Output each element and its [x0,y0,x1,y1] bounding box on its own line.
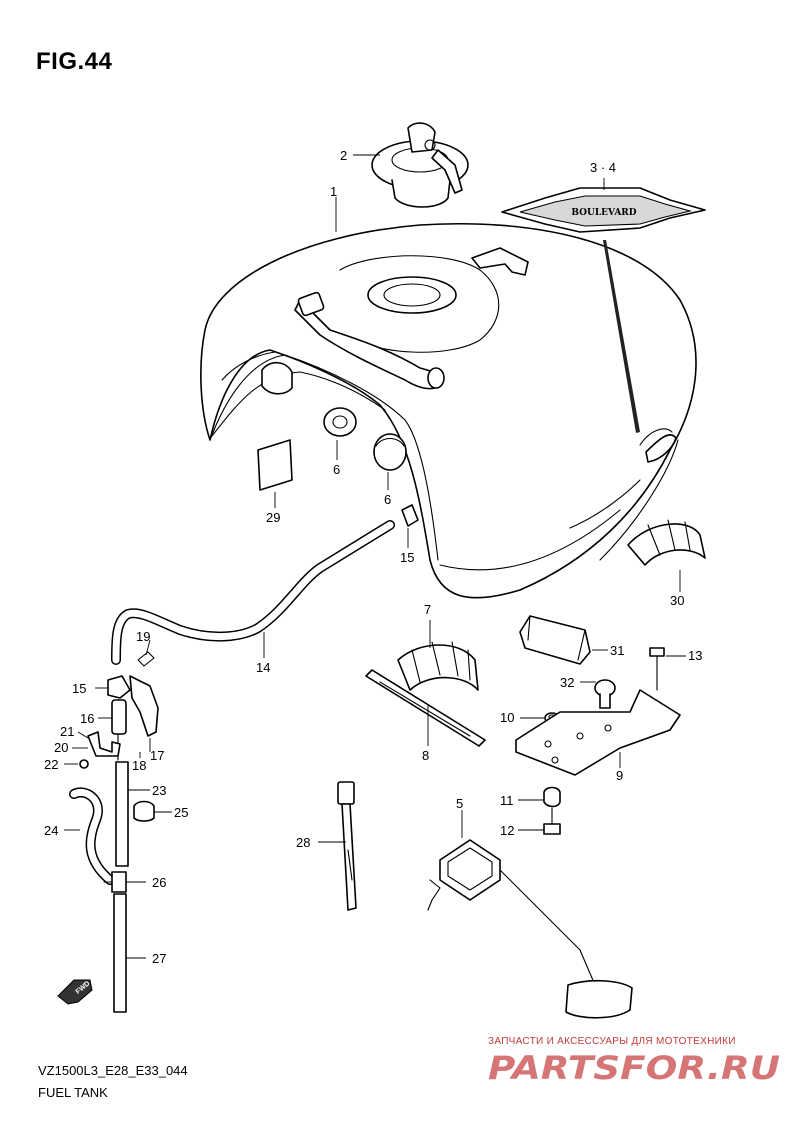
figure-title: FIG.44 [36,48,113,75]
hose-part-14[interactable] [111,520,395,665]
clip-part-15a[interactable] [401,504,419,527]
callout-13: 13 [688,648,702,663]
cushion-part-30[interactable] [627,519,706,566]
hose-part-27[interactable] [113,893,127,1013]
callout-6b: 6 [384,492,391,507]
label-part-29[interactable] [257,439,293,491]
watermark-logo-text: PARTSFOR.RU [488,1049,780,1086]
emblem-leader [603,240,640,433]
cushion-part-31[interactable] [519,615,591,665]
callout-32: 32 [560,675,574,690]
callout-3-4: 3 · 4 [590,160,616,175]
callout-29: 29 [266,510,280,525]
cushion-part-6a[interactable] [323,407,357,437]
callout-labels: 1 2 3 · 4 6 6 29 15 14 30 7 31 13 32 10 … [44,148,702,966]
callout-15a: 15 [400,550,414,565]
emblem-text: BOULEVARD [571,208,636,218]
callout-25: 25 [174,805,188,820]
leader-lines [64,154,686,959]
callout-8: 8 [422,748,429,763]
callout-17: 17 [150,748,164,763]
callout-27: 27 [152,951,166,966]
fwd-arrow-icon: FWD [57,979,93,1005]
callout-16: 16 [80,711,94,726]
band-part-8[interactable] [365,669,486,747]
cap-part-25[interactable] [133,800,155,822]
joint-part-26[interactable] [103,871,127,893]
fuel-cap-part-2[interactable] [371,122,469,208]
fuel-tank-part-1[interactable] [200,222,697,599]
callout-6a: 6 [333,462,340,477]
callout-30: 30 [670,593,684,608]
valve-assembly-parts-15-21[interactable] [79,651,159,769]
emblem-part-3-4[interactable]: BOULEVARD [501,187,706,233]
callout-26: 26 [152,875,166,890]
callout-12: 12 [500,823,514,838]
bracket-part-9[interactable] [515,689,681,776]
hose-part-24[interactable] [69,787,115,885]
callout-20: 20 [54,740,68,755]
cushion-part-7[interactable] [397,641,479,691]
callout-15b: 15 [72,681,86,696]
callout-22: 22 [44,757,58,772]
callout-21: 21 [60,724,74,739]
callout-7: 7 [424,602,431,617]
bolt-part-13[interactable] [649,647,665,691]
callout-18: 18 [132,758,146,773]
callout-11: 11 [500,793,514,808]
cushion-part-32[interactable] [594,679,616,709]
callout-24: 24 [44,823,58,838]
bolt-part-12[interactable] [543,807,561,835]
callout-19: 19 [136,629,150,644]
band-part-28[interactable] [337,781,357,911]
callout-23: 23 [152,783,166,798]
watermark-tagline: ЗАПЧАСТИ И АКСЕССУАРЫ ДЛЯ МОТОТЕХНИКИ [488,1036,736,1047]
callout-2: 2 [340,148,347,163]
callout-14: 14 [256,660,270,675]
callout-28: 28 [296,835,310,850]
cushion-part-11[interactable] [543,786,561,808]
callout-1: 1 [330,184,337,199]
callout-5: 5 [456,796,463,811]
callout-9: 9 [616,768,623,783]
cushion-part-6b[interactable] [373,433,407,471]
callout-10: 10 [500,710,514,725]
figure-code: VZ1500L3_E28_E33_044 [38,1063,188,1078]
fuel-gauge-part-5[interactable] [427,839,633,1019]
callout-31: 31 [610,643,624,658]
hose-part-23[interactable] [115,761,129,867]
watermark-logo: PARTSFOR.RU [488,1049,780,1086]
figure-name: FUEL TANK [38,1085,108,1100]
